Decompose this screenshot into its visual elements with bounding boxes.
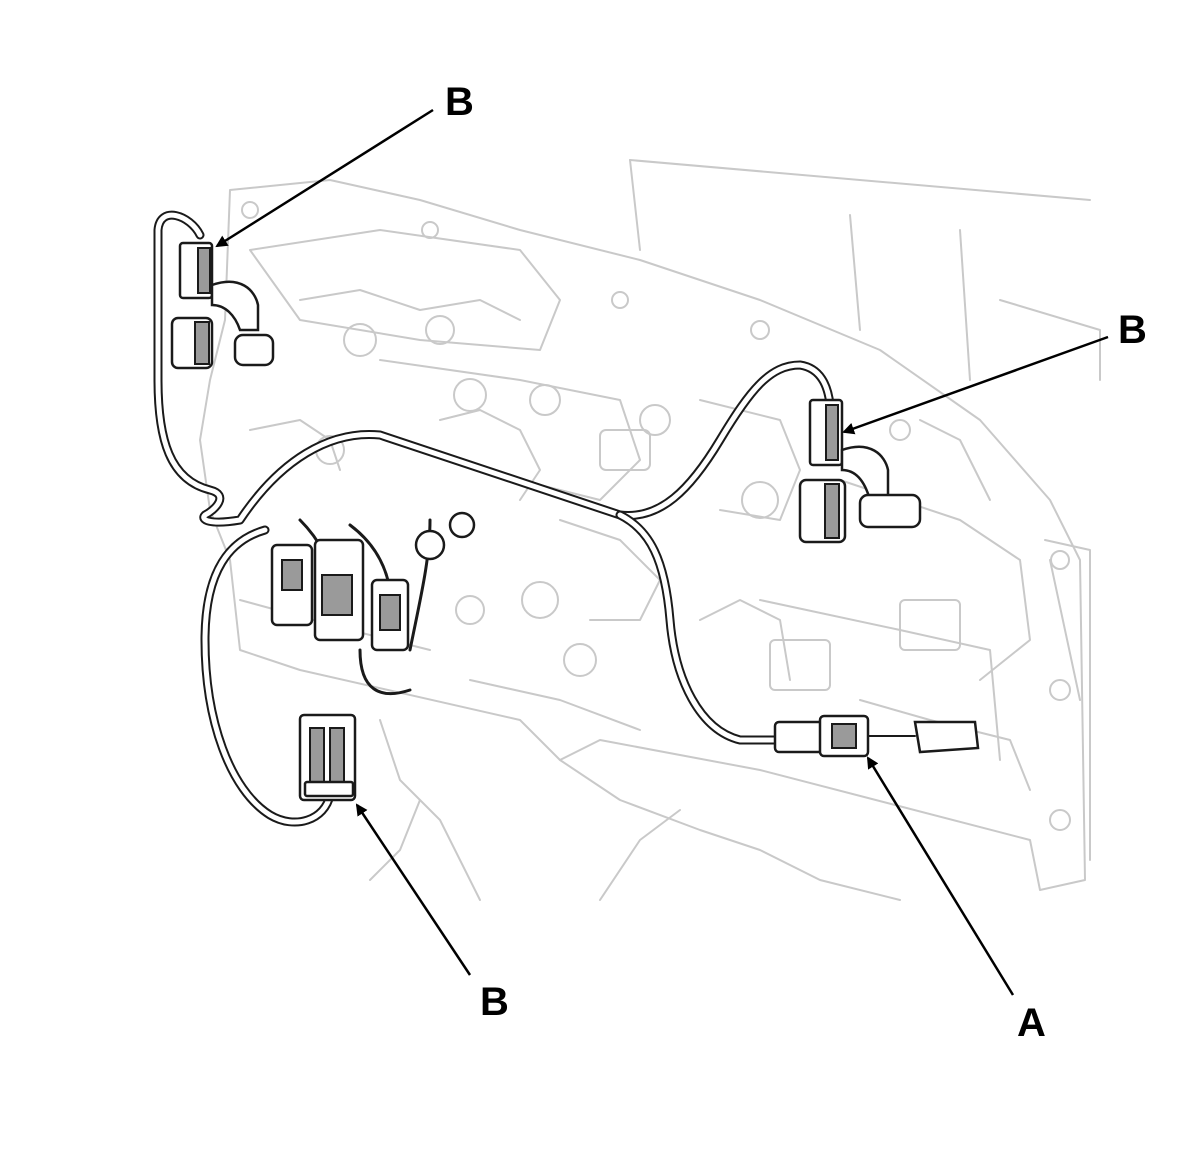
- callout-label-b-bottom: B: [480, 980, 509, 1024]
- leader-a: [866, 756, 1015, 996]
- connector-a: [773, 714, 980, 758]
- callout-label-a: A: [1017, 1001, 1046, 1045]
- connector-cluster-center: [270, 511, 476, 652]
- leader-b-top-left: [215, 108, 434, 248]
- callout-label-b-right: B: [1118, 308, 1147, 352]
- connector-right: [798, 398, 922, 544]
- connector-top-left: [170, 241, 275, 370]
- leader-b-bottom: [355, 803, 472, 976]
- leader-b-right: [842, 335, 1109, 435]
- callout-label-b-top-left: B: [445, 80, 474, 124]
- wire-harness: [153, 210, 835, 827]
- connector-bottom: [298, 713, 357, 802]
